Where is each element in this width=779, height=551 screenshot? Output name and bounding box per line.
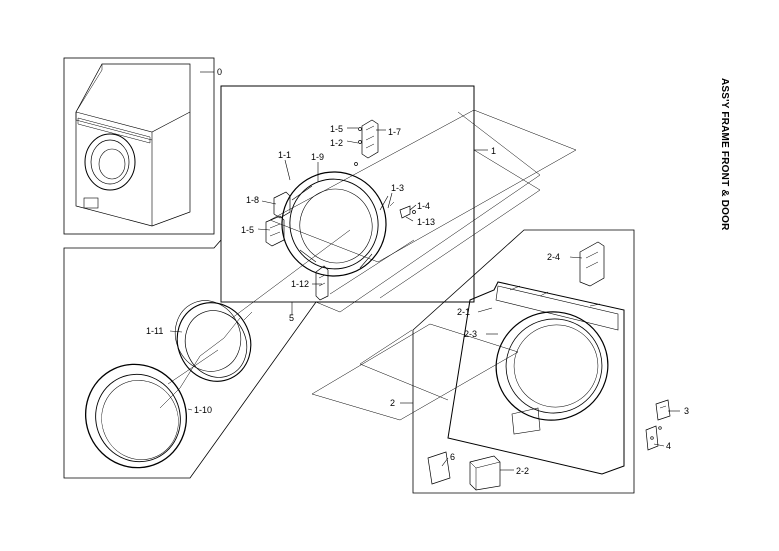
door-glass <box>174 300 252 382</box>
label-1-12: 1-12 <box>291 279 310 289</box>
label-1-11: 1-11 <box>146 326 164 336</box>
label-1-13: 1-13 <box>417 217 436 227</box>
label-1-2: 1-2 <box>330 138 344 148</box>
diagram-title: ASS'Y FRAME FRONT & DOOR <box>719 78 730 231</box>
label-2-3: 2-3 <box>464 329 478 339</box>
label-0: 0 <box>217 67 223 77</box>
front-frame-box <box>412 229 635 494</box>
label-6: 6 <box>450 452 456 462</box>
label-1-9: 1-9 <box>311 152 325 162</box>
label-1-5-left: 1-5 <box>241 225 255 235</box>
label-5: 5 <box>289 313 295 323</box>
label-1-4: 1-4 <box>417 201 431 211</box>
label-1-7: 1-7 <box>388 127 402 137</box>
label-2-4: 2-4 <box>547 252 561 262</box>
label-2-2: 2-2 <box>516 466 530 476</box>
label-1: 1 <box>491 146 497 156</box>
front-frame <box>427 241 625 491</box>
label-3: 3 <box>684 406 690 416</box>
label-1-5-top: 1-5 <box>330 124 344 134</box>
label-2: 2 <box>390 398 396 408</box>
door-ring <box>281 171 389 277</box>
label-1-3: 1-3 <box>391 183 405 193</box>
label-1-8: 1-8 <box>246 195 260 205</box>
washer-overview-box <box>63 57 215 235</box>
label-1-10: 1-10 <box>194 405 213 415</box>
door-cover <box>84 363 188 469</box>
label-4: 4 <box>666 441 672 451</box>
small-parts <box>645 399 671 451</box>
label-2-1: 2-1 <box>457 307 471 317</box>
leader-lines <box>159 109 680 471</box>
label-1-1: 1-1 <box>278 150 292 160</box>
hinge-parts <box>265 119 416 301</box>
door-assembly-outline <box>63 85 475 479</box>
